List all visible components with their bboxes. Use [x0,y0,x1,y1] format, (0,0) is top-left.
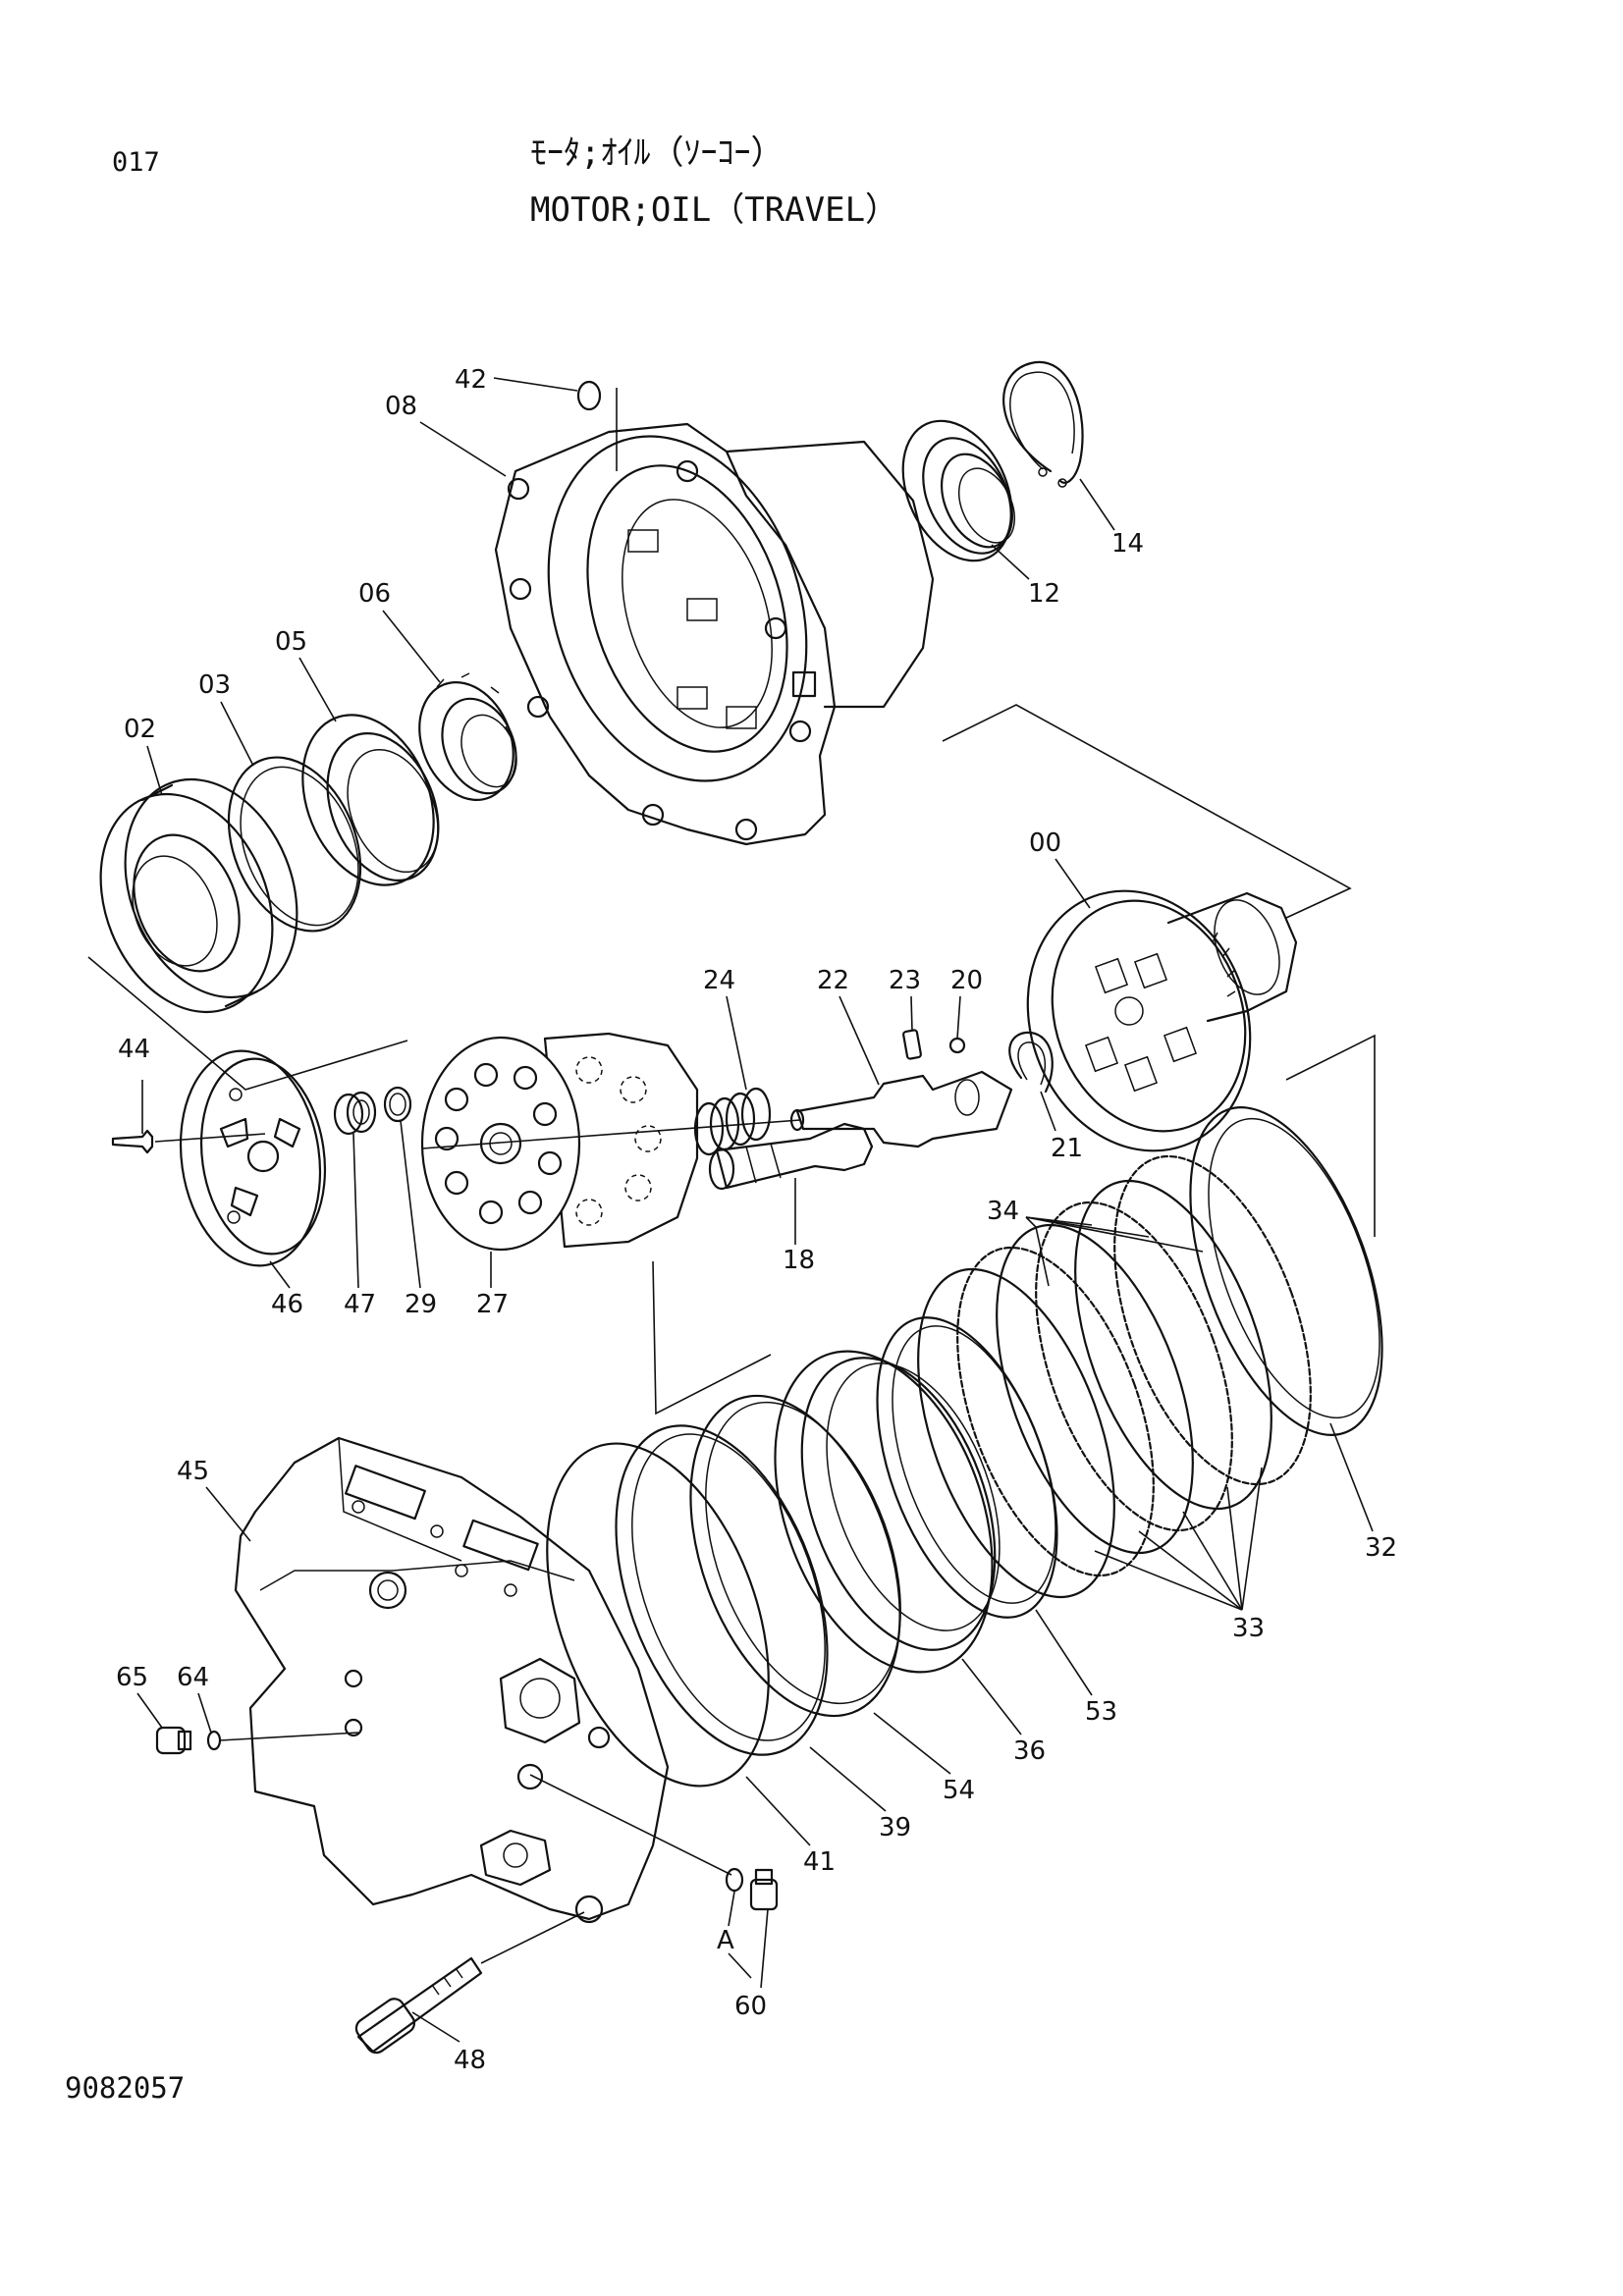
page-number: 017 [112,147,160,178]
callout-24: 24 [703,966,735,995]
part-32-plate [1189,1106,1383,1436]
callout-64: 64 [177,1663,209,1692]
guide-line-lower-right [1285,1034,1376,1237]
callout-47: 47 [344,1290,376,1319]
callout-60: 60 [734,1992,767,2021]
part-39-ring [615,1424,829,1756]
callout-41: 41 [803,1847,836,1877]
part-22-spool [789,1070,1013,1148]
callout-A: A [717,1926,734,1955]
callout-46: 46 [271,1290,303,1319]
callout-53: 53 [1085,1697,1117,1727]
part-36-piston [774,1350,1001,1674]
callout-18: 18 [783,1246,815,1275]
callout-32: 32 [1365,1533,1397,1563]
part-06-lock-nut [418,672,517,802]
callout-42: 42 [455,365,487,395]
part-14-snap-ring [1002,360,1084,488]
callout-06: 06 [358,579,391,609]
callout-22: 22 [817,966,849,995]
parts-33-34-clutch-plates [917,1154,1312,1599]
callout-33: 33 [1232,1614,1265,1643]
callout-44: 44 [118,1035,150,1064]
title-english: MOTOR;OIL（TRAVEL） [530,190,899,230]
part-23-pin [902,1029,922,1060]
callout-05: 05 [275,627,307,657]
callout-02: 02 [124,715,156,744]
callout-48: 48 [454,2046,486,2075]
callout-21: 21 [1051,1134,1083,1163]
part-45-valve-body [234,1436,670,1924]
callout-34: 34 [987,1197,1019,1226]
part-47-bushing [333,1091,377,1136]
part-02-bearing [99,777,298,1014]
part-03-ring [227,756,362,933]
part-65-plug [155,1726,192,1755]
guide-line-upper-left [87,956,408,1091]
part-46-valve-plate [179,1049,327,1267]
callout-labels: 42 08 14 12 06 05 03 02 00 24 22 23 [116,365,1397,2075]
callout-45: 45 [177,1457,209,1486]
part-27-cylinder-block [420,1032,801,1252]
part-48-bolt [354,1911,585,2055]
callout-36: 36 [1013,1736,1046,1766]
part-05-seal [301,714,440,886]
part-08-housing [494,388,935,846]
part-41-o-ring [546,1442,770,1788]
title-japanese: ﾓｰﾀ;ｵｲﾙ（ｿｰｺｰ） [530,133,784,173]
callout-29: 29 [405,1290,437,1319]
callout-65: 65 [116,1663,148,1692]
part-18-piston [708,1122,874,1191]
part-42-o-ring [576,380,602,411]
callout-03: 03 [198,670,231,700]
guide-line-upper-right [942,704,1352,919]
guide-line-lower-left [652,1260,772,1415]
part-20-ball [948,1037,966,1054]
callout-39: 39 [879,1813,911,1842]
part-00-shaft-assembly [1026,889,1298,1152]
part-64-o-ring [206,1730,359,1751]
part-53-ring [876,1316,1058,1619]
callout-27: 27 [476,1290,509,1319]
part-12-bearing [901,419,1016,562]
callout-23: 23 [889,966,921,995]
part-21-ring [1008,1031,1054,1094]
callout-08: 08 [385,392,417,421]
drawing-number: 9082057 [65,2071,186,2105]
callout-14: 14 [1111,529,1144,559]
part-54-ring [689,1394,901,1718]
callout-12: 12 [1028,579,1060,609]
callout-54: 54 [943,1776,975,1805]
part-29-ring [383,1086,412,1123]
part-44-pin [111,1080,266,1154]
callout-00: 00 [1029,828,1061,858]
part-60-plug [529,1774,779,1911]
callout-20: 20 [950,966,983,995]
